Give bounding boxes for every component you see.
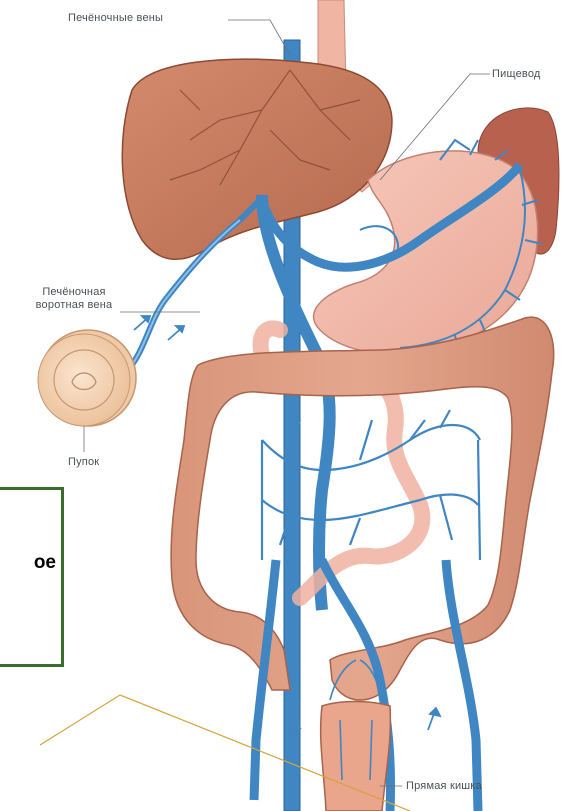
callout-text: ое (0, 552, 56, 574)
label-navel: Пупок (68, 456, 99, 468)
colon (171, 317, 554, 700)
navel (38, 330, 136, 426)
label-hepatic-veins: Печёночные вены (68, 12, 163, 24)
label-esophagus: Пищевод (492, 68, 541, 80)
left-iliac-vein (446, 560, 478, 811)
callout-box: ое (0, 487, 64, 667)
label-portal-vein-line1: Печёночная (24, 286, 124, 299)
label-rectum: Прямая кишка (406, 780, 482, 792)
label-portal-vein-line2: воротная вена (24, 299, 124, 312)
rectum (321, 702, 391, 811)
label-portal-vein: Печёночная воротная вена (24, 286, 124, 312)
liver (122, 59, 392, 259)
